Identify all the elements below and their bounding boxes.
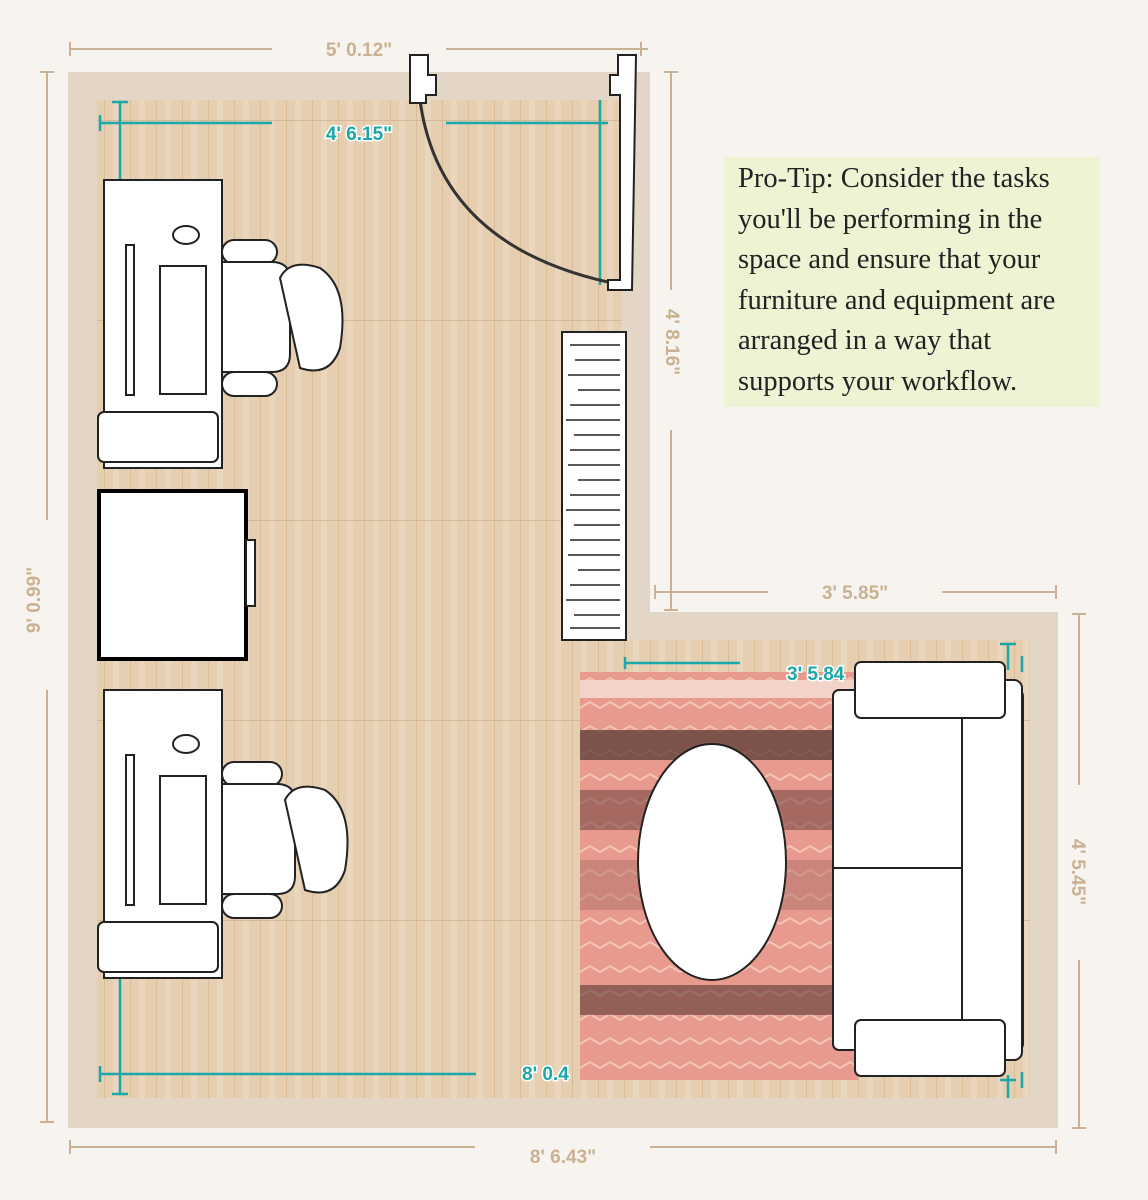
filing-cabinet [97, 489, 256, 661]
interior-measures [98, 100, 1024, 1098]
dim-inner-top: 4' 6.15" [326, 124, 392, 145]
desk-bottom [97, 689, 349, 979]
dim-right-upper-wall: 4' 8.16" [661, 309, 682, 375]
office-chair-bottom [221, 761, 349, 919]
bookshelf [561, 331, 627, 641]
dim-left-wall: 9' 0.99" [24, 567, 45, 633]
pro-tip-text: Pro-Tip: Consider the tasks you'll be pe… [738, 163, 1056, 397]
dim-bottom-wall: 8' 6.43" [530, 1147, 596, 1168]
desk-top [97, 179, 344, 469]
pro-tip-box: Pro-Tip: Consider the tasks you'll be pe… [724, 157, 1100, 407]
door [409, 54, 638, 291]
exterior-dimensions [40, 42, 1086, 1154]
dim-top-wall: 5' 0.12" [326, 40, 392, 61]
dim-right-lower-wall: 4' 5.45" [1067, 839, 1088, 905]
office-chair-top [221, 239, 344, 397]
dim-inner-rug: 3' 5.84 [787, 664, 845, 685]
coffee-table [637, 743, 787, 981]
dim-right-step: 3' 5.85" [822, 583, 888, 604]
sofa [832, 661, 1024, 1077]
dim-inner-bottom: 8' 0.4 [522, 1064, 569, 1085]
